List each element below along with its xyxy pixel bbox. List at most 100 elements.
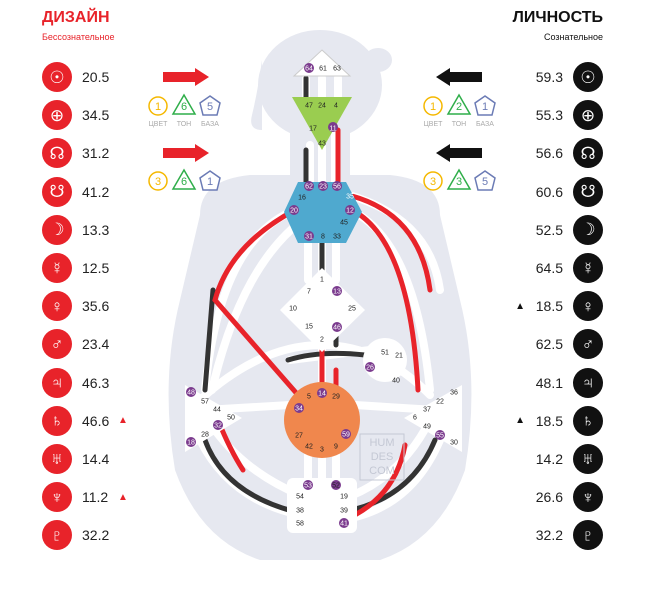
personality-planet-row: 60.6☋ [515, 173, 603, 211]
gate-number: 33 [333, 234, 341, 241]
design-planet-row: ☉20.5 [42, 58, 128, 96]
gate-number: 58 [296, 521, 304, 528]
watermark: HUM DES COM [359, 433, 405, 481]
color-circle-icon [423, 96, 443, 116]
gate-number: 5 [307, 394, 311, 401]
variable-number: 3 [430, 176, 436, 188]
mars-icon: ♂ [42, 329, 72, 360]
planet-value: 12.5 [82, 260, 110, 277]
north-node-icon: ☊ [573, 138, 603, 169]
color-circle-icon [423, 171, 443, 191]
spleen-center [185, 385, 242, 452]
gate-number: 16 [298, 195, 306, 202]
variable-label: ЦВЕТ [424, 121, 444, 128]
planet-value: 11.2 [82, 489, 109, 506]
root-center [287, 478, 357, 533]
pluto-icon: ♇ [42, 520, 72, 551]
gate-number: 22 [436, 399, 444, 406]
gate-number: 23 [319, 184, 327, 191]
venus-icon: ♀ [573, 291, 603, 322]
gate-number: 25 [348, 306, 356, 313]
mars-icon: ♂ [573, 329, 603, 360]
gate-number: 30 [450, 440, 458, 447]
personality-planet-row: 56.6☊ [515, 134, 603, 172]
design-bottom-arrow-icon [163, 144, 209, 162]
design-planet-row: ♅14.4 [42, 440, 128, 478]
personality-top-arrow-icon [436, 68, 482, 86]
gate-number: 14 [318, 391, 326, 398]
color-circle-icon [148, 96, 168, 116]
gate-number: 9 [334, 444, 338, 451]
mercury-icon: ☿ [42, 253, 72, 284]
color-circle-icon [148, 171, 168, 191]
gate-number: 6 [413, 415, 417, 422]
watermark-line: DES [371, 451, 394, 463]
variable-label: ТОН [452, 121, 466, 128]
arrow-up-icon: ▲ [118, 491, 128, 503]
tone-triangle-icon [446, 93, 472, 115]
solar-plexus-center [404, 385, 462, 452]
personality-planet-row: 62.5♂ [515, 325, 603, 363]
personality-planet-row: 48.1♃ [515, 364, 603, 402]
g-center [280, 268, 365, 352]
design-planet-row: ♃46.3 [42, 364, 128, 402]
design-subtitle: Бессознательное [42, 32, 115, 42]
saturn-icon: ♄ [42, 405, 72, 436]
sacral-center [284, 382, 360, 458]
gate-number: 57 [201, 399, 209, 406]
gate-number: 39 [340, 508, 348, 515]
planet-value: 14.2 [535, 450, 563, 467]
arrow-up-icon: ▲ [515, 300, 525, 312]
gate-number: 1 [320, 277, 324, 284]
planet-value: 46.3 [82, 374, 110, 391]
planet-value: 31.2 [82, 145, 110, 162]
neptune-icon: ♆ [573, 482, 603, 513]
tone-triangle-icon [446, 168, 472, 190]
gate-number: 12 [346, 208, 354, 215]
head-center [292, 49, 352, 77]
gate-number: 61 [319, 66, 327, 73]
design-planet-row: ☿ 12.5 [42, 249, 128, 287]
uranus-icon: ♅ [42, 443, 72, 474]
base-pentagon-icon [474, 170, 496, 191]
gate-number: 19 [340, 494, 348, 501]
personality-planet-row: 55.3⊕ [515, 96, 603, 134]
base-pentagon-icon [474, 95, 496, 116]
gate-number: 45 [340, 220, 348, 227]
planet-value: 32.2 [535, 527, 563, 544]
planet-value: 41.2 [82, 183, 110, 200]
gate-number: 32 [214, 423, 222, 430]
gate-number: 31 [305, 234, 313, 241]
personality-planet-row: ▲18.5♀ [515, 287, 603, 325]
planet-value: 26.6 [535, 489, 563, 506]
design-planet-row: ♂23.4 [42, 325, 128, 363]
saturn-icon: ♄ [573, 405, 603, 436]
planet-value: 18.5 [535, 412, 563, 429]
gate-number: 60 [318, 483, 326, 490]
gate-number: 21 [395, 353, 403, 360]
gate-number: 34 [295, 406, 303, 413]
variable-number: 1 [430, 101, 436, 113]
planet-value: 48.1 [535, 374, 563, 391]
personality-planet-row: 26.6 ♆ [515, 478, 603, 516]
design-planet-row: ☊31.2 [42, 134, 128, 172]
planet-value: 35.6 [82, 298, 110, 315]
design-planet-list: ☉20.5⊕34.5☊31.2☋41.2☽13.3☿12.5♀35.6♂23.4… [42, 58, 128, 554]
planet-value: 32.2 [82, 527, 110, 544]
gate-number: 48 [187, 390, 195, 397]
gate-number: 64 [305, 66, 313, 73]
gate-number: 43 [318, 141, 326, 148]
tone-triangle-icon [171, 168, 197, 190]
variable-number: 1 [155, 101, 161, 113]
gate-number: 41 [340, 521, 348, 528]
variable-number: 3 [155, 176, 161, 188]
design-planet-row: ♀35.6 [42, 287, 128, 325]
variable-label: ТОН [177, 121, 191, 128]
gate-number: 24 [318, 103, 326, 110]
gate-number: 2 [320, 337, 324, 344]
variable-number: 3 [456, 176, 462, 188]
gate-number: 46 [333, 325, 341, 332]
